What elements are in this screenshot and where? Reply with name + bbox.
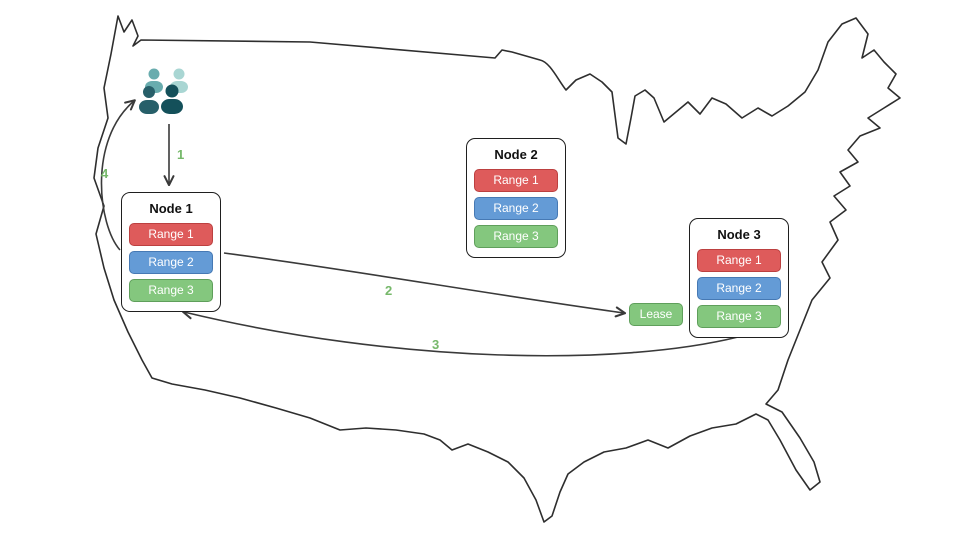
node-3-range-1-badge: Range 1	[697, 249, 781, 272]
users-group-icon	[139, 68, 188, 114]
lease-badge: Lease	[629, 303, 683, 326]
node-3-range-3-badge: Range 3	[697, 305, 781, 328]
node-2-range-1-badge: Range 1	[474, 169, 558, 192]
node-3-box: Node 3 Range 1 Range 2 Range 3	[689, 218, 789, 338]
us-map-outline	[93, 15, 901, 523]
node-3-title: Node 3	[717, 227, 761, 242]
node-1-box: Node 1 Range 1 Range 2 Range 3	[121, 192, 221, 312]
node-2-range-3-badge: Range 3	[474, 225, 558, 248]
node-1-range-3-badge: Range 3	[129, 279, 213, 302]
arrow-step-4	[100, 99, 136, 251]
node-1-title: Node 1	[149, 201, 193, 216]
node-1-range-2-badge: Range 2	[129, 251, 213, 274]
node-2-title: Node 2	[494, 147, 538, 162]
step-label-3: 3	[432, 337, 440, 352]
node-2-box: Node 2 Range 1 Range 2 Range 3	[466, 138, 566, 258]
node-2-range-2-badge: Range 2	[474, 197, 558, 220]
node-3-range-2-badge: Range 2	[697, 277, 781, 300]
arrow-step-2	[223, 252, 627, 318]
node-1-range-1-badge: Range 1	[129, 223, 213, 246]
arrow-step-3	[181, 308, 739, 357]
step-label-2: 2	[385, 283, 393, 298]
step-label-4: 4	[101, 166, 109, 181]
step-label-1: 1	[177, 147, 185, 162]
